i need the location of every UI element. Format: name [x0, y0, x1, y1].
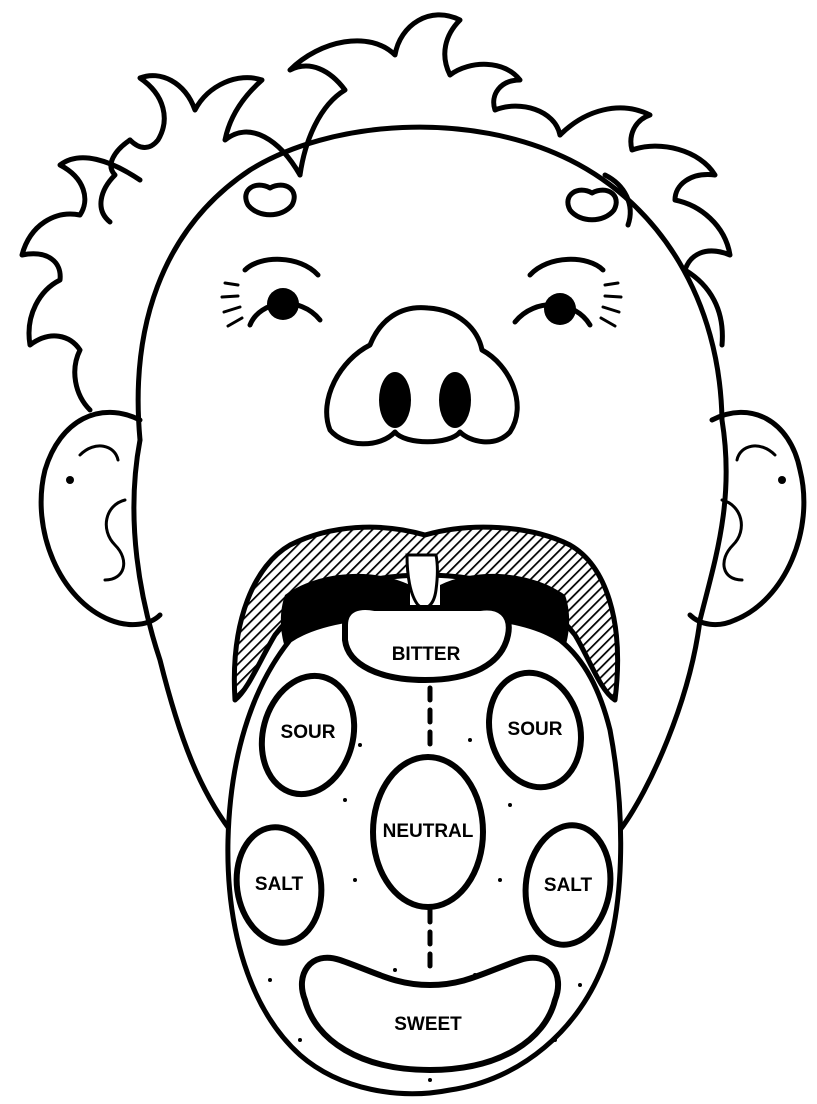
hair: [22, 15, 730, 410]
region-neutral-label: NEUTRAL: [383, 821, 474, 842]
region-bitter: BITTER: [345, 607, 509, 680]
region-salt-left-label: SALT: [255, 874, 304, 895]
region-salt-right-label: SALT: [544, 875, 593, 896]
region-sour-right-label: SOUR: [508, 719, 563, 740]
eyebrows: [246, 185, 616, 220]
right-eye: [515, 259, 621, 326]
left-eye: [222, 259, 320, 326]
nose: [327, 308, 518, 444]
region-sour-left-label: SOUR: [281, 722, 336, 743]
region-sweet-label: SWEET: [394, 1014, 462, 1035]
region-neutral: NEUTRAL: [373, 757, 483, 907]
region-bitter-label: BITTER: [392, 644, 461, 665]
